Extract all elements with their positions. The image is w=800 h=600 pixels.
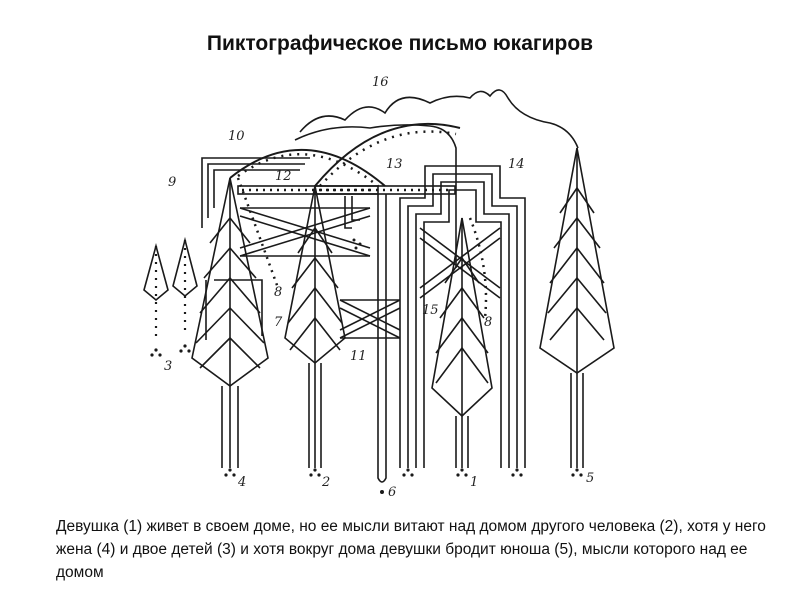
page-title: Пиктографическое письмо юкагиров (206, 32, 594, 55)
tree-2 (284, 185, 346, 468)
house-frame-girl (399, 165, 526, 468)
lattice-man-house (239, 207, 371, 257)
label-8-right: 8 (484, 315, 492, 330)
thought-line-16-inner (294, 124, 457, 268)
thought-line-16 (299, 89, 579, 149)
label-13: 13 (386, 157, 403, 172)
label-4: 4 (237, 475, 246, 490)
label-16: 16 (372, 75, 389, 90)
arc-13 (314, 122, 461, 187)
label-8-left: 8 (274, 285, 282, 300)
tree-1 (431, 217, 493, 468)
house-frame-9 (201, 157, 310, 228)
dots-8-right (468, 217, 488, 319)
lattice-11 (339, 299, 401, 339)
tree-5 (539, 147, 615, 468)
caption-text: Девушка (1) живет в своем доме, но ее мы… (56, 518, 766, 581)
label-15: 15 (422, 303, 439, 318)
tree-7-outline (205, 279, 263, 340)
label-11: 11 (350, 349, 367, 364)
tree-4 (191, 177, 269, 468)
foot-dots (150, 344, 583, 477)
label-14: 14 (508, 157, 525, 172)
label-12: 12 (275, 169, 292, 184)
label-5: 5 (586, 471, 594, 486)
lattice-girl-house (419, 227, 501, 299)
children-3 (143, 236, 198, 338)
person-6-line (377, 194, 387, 483)
dots-8-left (236, 177, 280, 289)
label-1: 1 (470, 475, 478, 490)
label-9: 9 (168, 175, 176, 190)
arc-10 (229, 149, 386, 187)
arc-10-dots (237, 153, 379, 187)
label-6: 6 (388, 485, 396, 500)
label-7: 7 (274, 315, 283, 330)
yukaghir-pictograph-figure: 16 10 9 12 13 14 8 7 15 8 11 3 4 2 6 1 5 (143, 75, 615, 500)
label-2: 2 (321, 475, 330, 490)
label-3: 3 (164, 359, 172, 374)
label-10: 10 (228, 129, 245, 144)
